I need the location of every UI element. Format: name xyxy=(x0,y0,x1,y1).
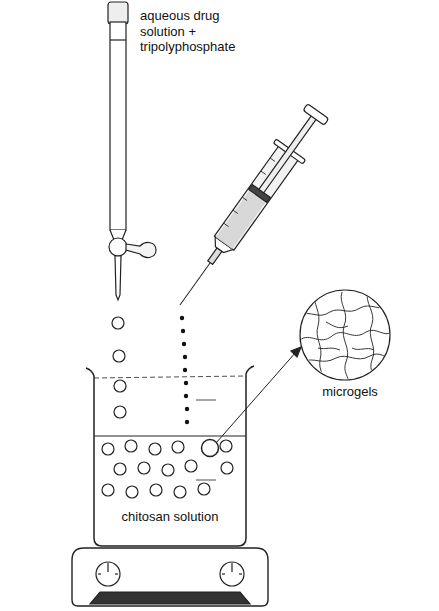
reagent-label: aqueous drug solution + tripolyphosphate xyxy=(140,8,250,55)
solution-label: chitosan solution xyxy=(119,509,222,524)
plate-base xyxy=(90,592,250,604)
burette-tube xyxy=(110,22,126,230)
solution-label-holder: chitosan solution xyxy=(98,509,242,525)
liquid-surface xyxy=(94,436,246,437)
microgels-label: microgels xyxy=(300,384,400,400)
beaker xyxy=(86,366,254,546)
microgel-beads xyxy=(102,440,233,499)
stir-plate xyxy=(72,548,268,606)
knob xyxy=(220,562,244,586)
stopcock xyxy=(109,238,127,256)
syringe xyxy=(165,101,333,316)
burette-stopper xyxy=(108,2,128,24)
magnify-line xyxy=(216,352,296,443)
knob xyxy=(96,562,120,586)
